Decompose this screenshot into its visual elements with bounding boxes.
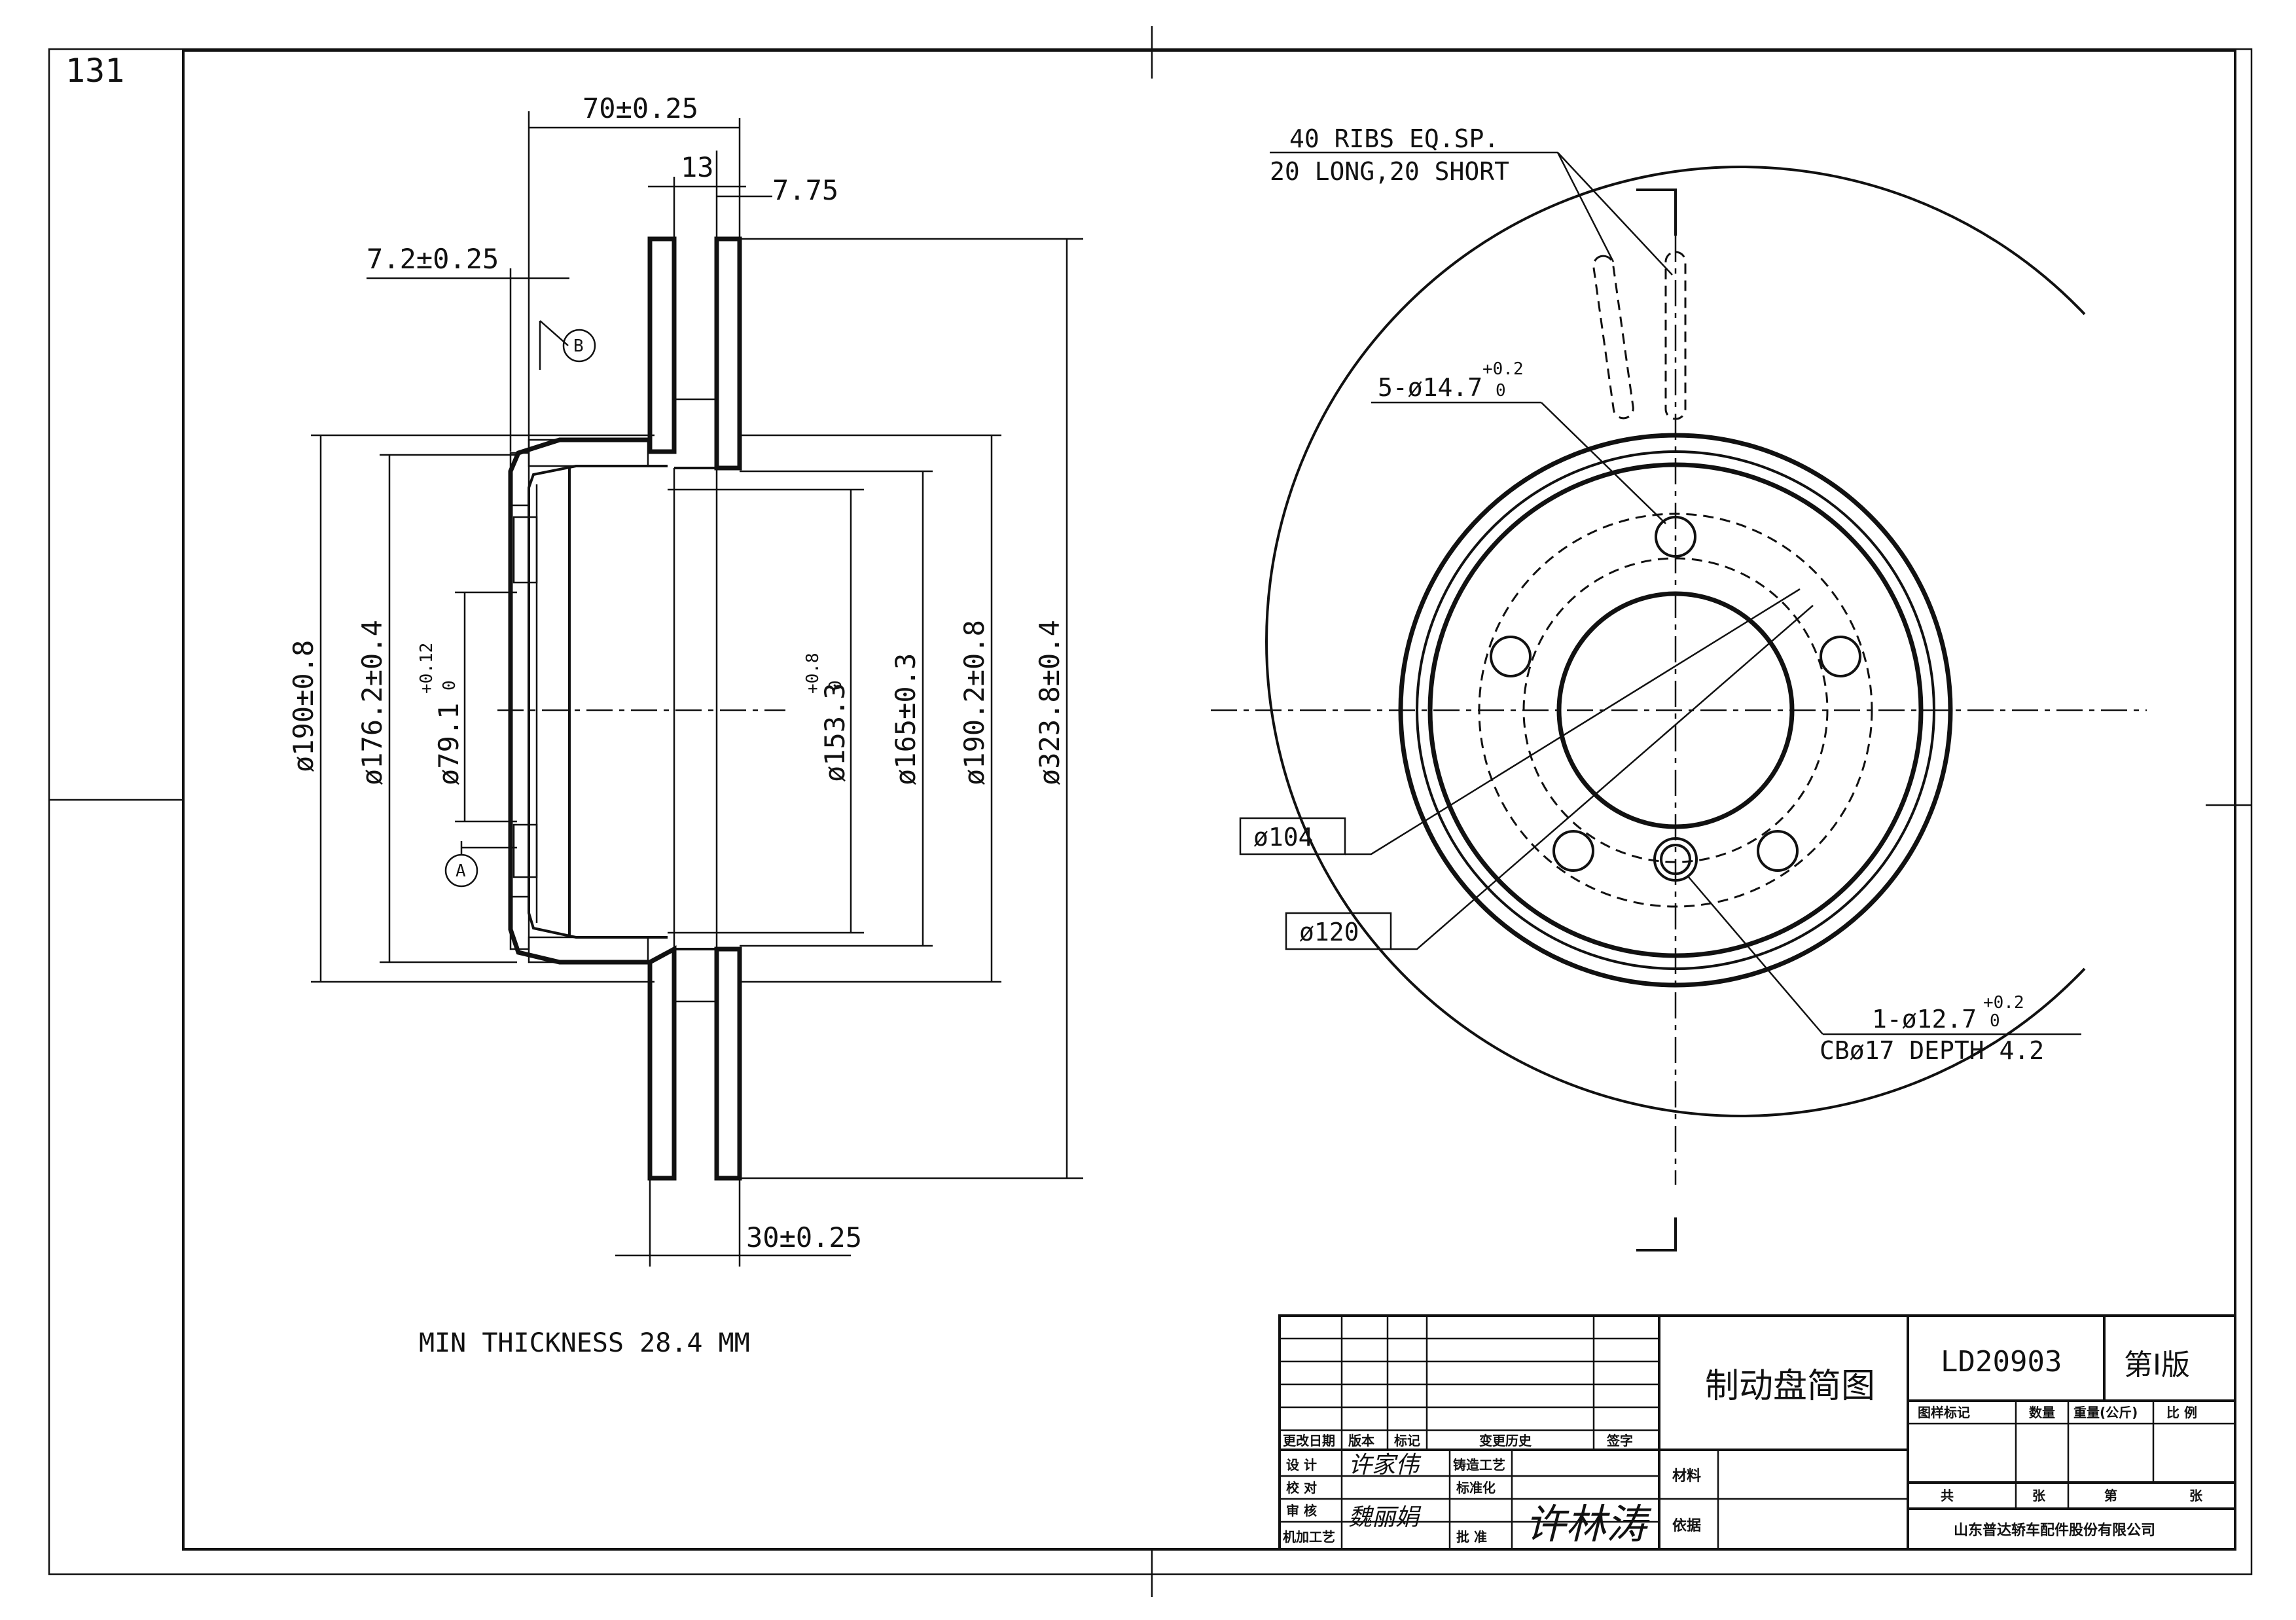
dim-d165-label: ø165±0.3: [889, 653, 922, 785]
holes-label: 5-ø14.7: [1378, 373, 1482, 402]
pcd-box: [1239, 817, 1346, 855]
dim-d153-tol-up: +0.8: [803, 653, 823, 694]
marker-b-label: B: [573, 336, 584, 356]
material-label: 材料: [1672, 1468, 1701, 1485]
single-hole-cb: [1653, 837, 1698, 882]
hub-outer-profile: [508, 437, 648, 965]
sheet-prefix: 第: [2104, 1488, 2117, 1503]
title-block: 制动盘简图 LD20903 第Ⅰ版 更改日期 版本 标记 变更历史 签字 设 计…: [1278, 1314, 2236, 1551]
dim-d79-tol-up: +0.12: [417, 643, 437, 694]
holes-tol-up: +0.2: [1482, 359, 1524, 379]
hdr-history: 变更历史: [1479, 1433, 1532, 1449]
holes-leader: [1541, 402, 1666, 524]
disc-inboard-wall-top: [714, 236, 742, 471]
pilot-box: [1285, 912, 1392, 950]
hdr-sign: 签字: [1606, 1433, 1633, 1449]
rotor-outer-arc: [1265, 166, 2086, 1117]
marker-a-label: A: [456, 861, 466, 881]
single-tol-up: +0.2: [1983, 993, 2024, 1013]
total-prefix: 共: [1941, 1488, 1954, 1503]
min-thickness-note: MIN THICKNESS 28.4 MM: [419, 1328, 750, 1358]
row-check: 校 对: [1286, 1480, 1317, 1496]
total-suffix: 张: [2032, 1488, 2046, 1503]
single-leader: [1688, 876, 1823, 1035]
company-name: 山东普达轿车配件股份有限公司: [1954, 1522, 2155, 1539]
bolt-hole-4: [1552, 830, 1594, 872]
hdr-version: 版本: [1348, 1433, 1374, 1449]
pcd-label: ø104: [1253, 823, 1314, 852]
rib-slot-short: [1592, 255, 1634, 420]
standardization: 标准化: [1456, 1480, 1496, 1496]
pcd-leader: [1345, 588, 1801, 855]
dim-d79-tol-low: 0: [440, 680, 459, 691]
dim-d1902-label: ø190.2±0.8: [958, 620, 990, 785]
pilot-label: ø120: [1299, 918, 1359, 946]
hub-wall-top-hatch: [509, 452, 530, 507]
corner-mark: 131: [65, 52, 124, 90]
bolt-hole-1: [1655, 516, 1696, 558]
sheet-suffix: 张: [2189, 1488, 2203, 1503]
hdr-mark: 标记: [1394, 1433, 1420, 1449]
dim-d176-label: ø176.2±0.4: [356, 620, 388, 785]
col-drawing-mark: 图样标记: [1918, 1405, 1970, 1420]
holes-tol-low: 0: [1496, 381, 1506, 401]
col-qty: 数量: [2029, 1405, 2055, 1420]
dim-70-label: 70±0.25: [583, 92, 698, 124]
ribs-line-1: 40 RIBS EQ.SP.: [1289, 124, 1499, 153]
marker-b-circle: [562, 329, 596, 363]
front-view: 40 RIBS EQ.SP. 20 LONG,20 SHORT 5-ø14.7 …: [1211, 124, 2147, 1251]
signature-review: 魏丽娟: [1348, 1504, 1422, 1531]
signature-design: 许家伟: [1348, 1452, 1422, 1479]
bolt-hole-3: [1757, 830, 1799, 872]
ribs-leader-2: [1557, 152, 1673, 276]
row-machining: 机加工艺: [1283, 1529, 1335, 1545]
col-scale: 比 例: [2166, 1405, 2197, 1420]
edition: 第Ⅰ版: [2124, 1348, 2190, 1382]
dim-d153-label: ø153.3: [819, 683, 851, 782]
dim-775-label: 7.75: [772, 174, 838, 206]
bolt-hole-bottom: [512, 823, 538, 878]
dim-d323-label: ø323.8±0.4: [1033, 620, 1066, 785]
col-weight: 重量(公斤): [2073, 1405, 2138, 1420]
rib-slot-long: [1664, 251, 1687, 420]
section-mark-bottom: [1636, 1217, 1677, 1251]
disc-outboard-wall-top: [647, 236, 677, 454]
approve: 批 准: [1456, 1529, 1487, 1545]
dim-thk-label: 30±0.25: [746, 1221, 862, 1253]
title-block-frame: [1278, 1314, 2236, 1551]
dim-13-label: 13: [681, 151, 714, 183]
bolt-hole-2: [1820, 636, 1861, 677]
dim-d190-label: ø190±0.8: [287, 640, 319, 772]
bolt-hole-top: [512, 516, 538, 584]
single-tol-low: 0: [1990, 1011, 2000, 1031]
row-review: 审 核: [1286, 1503, 1317, 1519]
pilot-leader: [1391, 605, 1814, 950]
basis-label: 依据: [1672, 1517, 1701, 1534]
signature-approve: 许林涛: [1525, 1500, 1652, 1548]
disc-inboard-wall-bottom: [714, 946, 742, 1181]
single-label: 1-ø12.7: [1872, 1005, 1977, 1034]
dim-d153-tol-low: 0: [826, 680, 846, 691]
dim-d79-label: ø79.1: [433, 703, 465, 785]
dim-72-label: 7.2±0.25: [367, 243, 499, 275]
single-hole: [1660, 844, 1691, 875]
hdr-change-date: 更改日期: [1283, 1433, 1335, 1449]
casting-process: 铸造工艺: [1453, 1457, 1505, 1473]
ribs-line-2: 20 LONG,20 SHORT: [1270, 157, 1509, 186]
disc-outboard-wall-bottom: [647, 945, 677, 1181]
section-view: 70±0.25 13 7.75 7.2±0.25 B A ø190±0.8 ø1…: [287, 92, 1083, 1358]
hub-wall-bottom-hatch: [509, 895, 530, 950]
hub-flange-bottom-hatch: [528, 936, 649, 963]
drawing-name: 制动盘简图: [1705, 1367, 1875, 1406]
hub-inner-profile: [528, 465, 668, 939]
inner-border: [182, 49, 2236, 1551]
bolt-hole-5: [1490, 636, 1532, 677]
part-number: LD20903: [1941, 1345, 2062, 1378]
section-mark-top: [1636, 189, 1677, 236]
row-design: 设 计: [1286, 1457, 1317, 1473]
ribs-leader-1: [1556, 152, 1615, 262]
marker-a-circle: [444, 854, 478, 888]
counterbore-label: CBø17 DEPTH 4.2: [1820, 1036, 2044, 1065]
